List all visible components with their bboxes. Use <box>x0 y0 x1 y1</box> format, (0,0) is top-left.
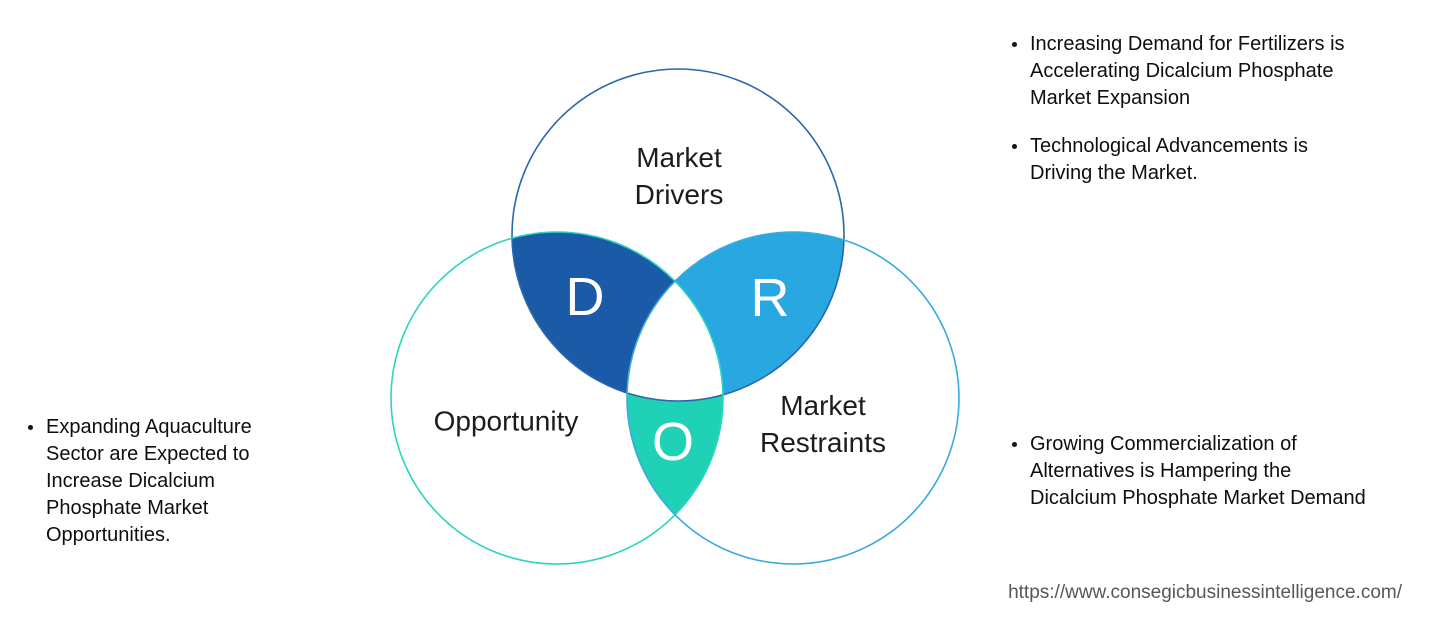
opportunity-circle-outline <box>390 231 724 565</box>
drivers-circle-outline <box>511 68 845 402</box>
restraints-notes: Growing Commercialization of Alternative… <box>1012 431 1447 512</box>
bullet-dot-icon <box>1012 442 1017 447</box>
bullet-dot-icon <box>1012 144 1017 149</box>
list-item: Technological Advancements is Driving th… <box>1012 133 1437 187</box>
bullet-dot-icon <box>1012 42 1017 47</box>
note-text: Technological Advancements is Driving th… <box>1030 135 1308 184</box>
region-r-letter: R <box>750 268 790 328</box>
restraints-circle-label: Market Restraints <box>759 390 887 458</box>
bullet-dot-icon <box>28 425 33 430</box>
note-text: Increasing Demand for Fertilizers is Acc… <box>1030 33 1345 109</box>
opportunity-notes: Expanding Aquaculture Sector are Expecte… <box>28 414 328 549</box>
drivers-circle-label: Market Drivers <box>634 142 724 210</box>
list-item: Increasing Demand for Fertilizers is Acc… <box>1012 31 1437 112</box>
drivers-notes: Increasing Demand for Fertilizers is Acc… <box>1012 31 1437 187</box>
list-item: Expanding Aquaculture Sector are Expecte… <box>28 414 328 549</box>
source-url: https://www.consegicbusinessintelligence… <box>1008 582 1402 603</box>
note-text: Growing Commercialization of Alternative… <box>1030 433 1366 509</box>
restraints-circle-outline <box>626 231 960 565</box>
region-o-letter: O <box>651 412 695 472</box>
opportunity-circle-label: Opportunity <box>433 405 579 437</box>
list-item: Growing Commercialization of Alternative… <box>1012 431 1447 512</box>
region-d-letter: D <box>565 267 605 327</box>
note-text: Expanding Aquaculture Sector are Expecte… <box>46 416 252 546</box>
